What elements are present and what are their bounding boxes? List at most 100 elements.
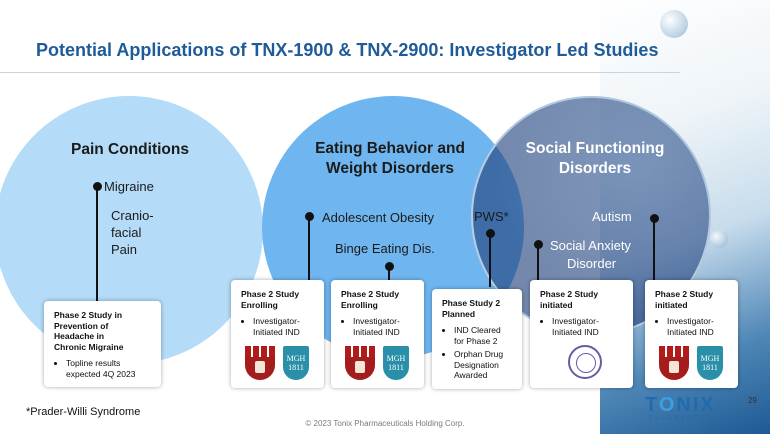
mgh-logo: MGH 1811 bbox=[283, 346, 309, 380]
card-bullets: Investigator- Initiated IND bbox=[341, 316, 416, 337]
autism-marker bbox=[650, 214, 659, 223]
card-title: Phase 2 Study initiated bbox=[540, 289, 625, 310]
pws-connector bbox=[489, 235, 491, 287]
migraine-marker bbox=[93, 182, 102, 191]
logo-letter: T bbox=[645, 394, 659, 416]
mgh-logo-text: MGH bbox=[700, 354, 720, 363]
adolescent-obesity-label: Adolescent Obesity bbox=[322, 210, 435, 225]
card-bullet: Investigator- Initiated IND bbox=[552, 316, 625, 337]
bullet-line: Initiated IND bbox=[552, 326, 599, 337]
binge-eating-marker bbox=[385, 262, 394, 271]
bullet-line: Investigator- bbox=[253, 316, 300, 326]
card-title-line: Phase 2 Study bbox=[540, 289, 599, 299]
card-title: Phase 2 Study Enrolling bbox=[341, 289, 416, 310]
university-seal-logo bbox=[568, 345, 602, 379]
migraine-study-card: Phase 2 Study in Prevention of Headache … bbox=[44, 301, 161, 387]
social-anxiety-label-line2: Disorder bbox=[567, 256, 617, 271]
card-title-line: Prevention of bbox=[54, 320, 109, 331]
card-title-line: Phase 2 Study bbox=[241, 289, 300, 299]
adolescent-obesity-marker bbox=[305, 212, 314, 221]
harvard-crest-top bbox=[245, 346, 275, 357]
logo-letter: O bbox=[658, 394, 677, 416]
social-functioning-heading: Social Functioning Disorders bbox=[500, 139, 690, 179]
logo-letters: NIX bbox=[676, 394, 716, 416]
card-bullets: Investigator- Initiated IND bbox=[540, 316, 625, 337]
card-bullet: Investigator- Initiated IND bbox=[253, 316, 316, 337]
card-bullet: Investigator- Initiated IND bbox=[353, 316, 416, 337]
card-bullets: IND Cleared for Phase 2 Orphan Drug Desi… bbox=[442, 325, 514, 381]
card-bullet: Investigator- Initiated IND bbox=[667, 316, 730, 337]
bullet-line: for Phase 2 bbox=[454, 335, 498, 346]
card-title-line: Enrolling bbox=[241, 299, 278, 310]
pws-label: PWS* bbox=[474, 209, 509, 224]
bullet-line: Orphan Drug bbox=[454, 349, 504, 359]
harvard-crest-top bbox=[659, 346, 689, 357]
heading-line: Social Functioning bbox=[525, 140, 665, 157]
pain-conditions-heading: Pain Conditions bbox=[71, 141, 189, 158]
page-number: 29 bbox=[748, 396, 757, 405]
bullet-line: Initiated IND bbox=[353, 326, 400, 337]
card-title: Phase 2 Study Enrolling bbox=[241, 289, 316, 310]
pws-marker bbox=[486, 229, 495, 238]
autism-study-card: Phase 2 Study initiated Investigator- In… bbox=[645, 280, 738, 388]
adolescent-obesity-connector bbox=[308, 218, 310, 280]
migraine-label: Migraine bbox=[104, 179, 154, 194]
autism-label: Autism bbox=[592, 209, 632, 224]
bullet-line: Initiated IND bbox=[253, 326, 300, 337]
binge-eating-label: Binge Eating Dis. bbox=[335, 241, 435, 256]
card-title: Phase 2 Study in Prevention of Headache … bbox=[54, 310, 153, 352]
card-title-line: initiated bbox=[540, 299, 573, 310]
slide-title: Potential Applications of TNX-1900 & TNX… bbox=[36, 40, 659, 60]
water-droplet bbox=[710, 230, 728, 248]
card-title-line: Phase 2 Study in bbox=[54, 310, 123, 320]
bullet-line: Initiated IND bbox=[667, 326, 714, 337]
social-anxiety-marker bbox=[534, 240, 543, 249]
card-title-line: Phase Study 2 bbox=[442, 298, 501, 308]
mgh-logo-year: 1811 bbox=[388, 363, 404, 372]
mgh-logo-year: 1811 bbox=[702, 363, 718, 372]
harvard-crest-shield bbox=[345, 357, 375, 380]
card-bullet: IND Cleared for Phase 2 bbox=[454, 325, 514, 346]
mgh-logo: MGH 1811 bbox=[697, 346, 723, 380]
tonix-logo-subtitle: PHARMACEUTICALS bbox=[649, 416, 739, 422]
card-title-line: initiated bbox=[655, 299, 688, 310]
social-anxiety-study-card: Phase 2 Study initiated Investigator- In… bbox=[530, 280, 633, 388]
mgh-logo-text: MGH bbox=[286, 354, 306, 363]
card-title-line: Planned bbox=[442, 308, 476, 319]
heading-line: Disorders bbox=[558, 160, 632, 177]
harvard-crest-shield bbox=[245, 357, 275, 380]
tonix-logo: TONIX bbox=[645, 394, 716, 417]
bullet-line: IND Cleared bbox=[454, 325, 501, 335]
footnote: *Prader-Willi Syndrome bbox=[26, 406, 141, 418]
social-anxiety-connector bbox=[537, 246, 539, 280]
card-bullets: Investigator- Initiated IND bbox=[241, 316, 316, 337]
institution-logos: MGH 1811 bbox=[659, 346, 723, 380]
harvard-shield-logo bbox=[345, 346, 375, 380]
harvard-crest-top bbox=[345, 346, 375, 357]
water-droplet bbox=[660, 10, 688, 38]
card-title-line: Phase 2 Study bbox=[655, 289, 714, 299]
craniofacial-label-line3: Pain bbox=[111, 242, 138, 257]
mgh-logo: MGH 1811 bbox=[383, 346, 409, 380]
mgh-logo-year: 1811 bbox=[288, 363, 304, 372]
binge-eating-study-card: Phase 2 Study Enrolling Investigator- In… bbox=[331, 280, 424, 388]
copyright: © 2023 Tonix Pharmaceuticals Holding Cor… bbox=[305, 419, 465, 428]
heading-line: Weight Disorders bbox=[325, 160, 455, 177]
mgh-logo-text: MGH bbox=[386, 354, 406, 363]
bullet-line: Topline results bbox=[66, 358, 121, 368]
card-title-line: Headache in bbox=[54, 331, 105, 341]
harvard-shield-logo bbox=[245, 346, 275, 380]
bullet-line: Investigator- bbox=[667, 316, 714, 326]
card-title-line: Phase 2 Study bbox=[341, 289, 400, 299]
heading-line: Eating Behavior and bbox=[315, 140, 465, 157]
card-bullet: Orphan Drug Designation Awarded bbox=[454, 349, 514, 381]
card-title-line: Enrolling bbox=[341, 299, 378, 310]
card-title-line: Chronic Migraine bbox=[54, 341, 124, 352]
pws-study-card: Phase Study 2 Planned IND Cleared for Ph… bbox=[432, 289, 522, 389]
card-bullets: Topline results expected 4Q 2023 bbox=[54, 358, 153, 379]
card-title: Phase Study 2 Planned bbox=[442, 298, 514, 319]
bullet-line: Investigator- bbox=[552, 316, 599, 326]
autism-connector bbox=[653, 220, 655, 282]
title-divider bbox=[0, 72, 680, 73]
